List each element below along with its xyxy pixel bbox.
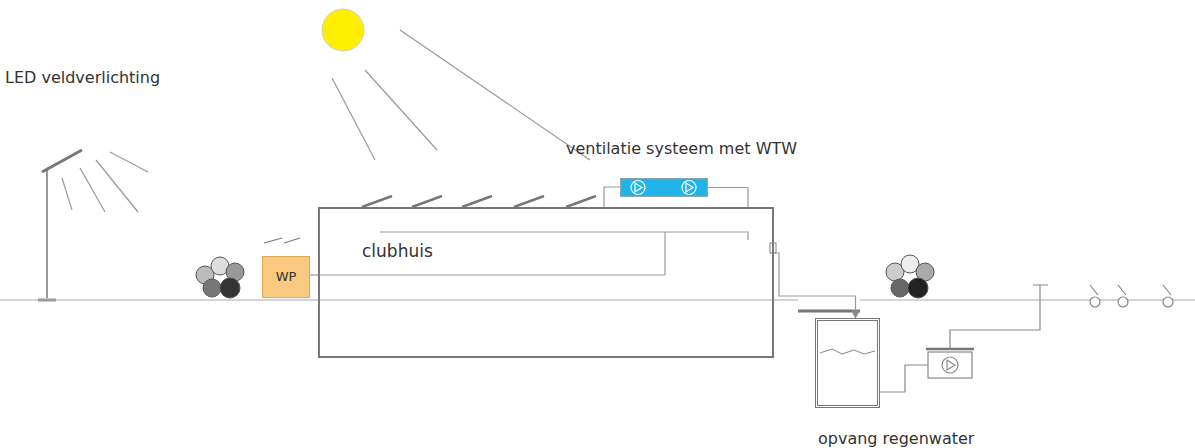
pipe-connector	[310, 274, 318, 275]
drawing-stroke	[400, 30, 590, 160]
bushes	[196, 255, 934, 298]
drawing-stroke	[46, 170, 48, 298]
fan-icons	[621, 179, 707, 196]
fan-triangle	[635, 183, 642, 192]
indoor-ducts	[264, 187, 776, 275]
water-level	[818, 321, 877, 405]
pump-and-taps	[880, 285, 1173, 392]
drawing-stroke	[514, 196, 544, 207]
drawing-stroke	[942, 357, 958, 373]
fan-triangle	[686, 183, 693, 192]
drawing-stroke	[462, 196, 492, 207]
drawing-stroke	[62, 178, 72, 210]
drawing-stroke	[42, 150, 82, 172]
tank-lid	[798, 310, 860, 313]
drawing-stroke	[220, 278, 240, 298]
building-box: clubhuis	[318, 207, 774, 358]
drawing-stroke	[1163, 297, 1173, 307]
node-heading: ventilatie systeem met WTW	[566, 139, 797, 158]
drawing-stroke	[928, 352, 972, 378]
drawing-stroke	[798, 310, 860, 313]
drawing-stroke	[412, 196, 442, 207]
drawing-stroke	[110, 152, 148, 172]
drawing-stroke	[891, 279, 909, 297]
drawing-stroke	[880, 365, 928, 392]
drawing-stroke	[322, 9, 364, 51]
drawing-stroke	[96, 160, 138, 212]
drawing-stroke	[0, 299, 798, 300]
drawing-stroke	[1090, 297, 1100, 307]
drawing-stroke	[264, 238, 300, 243]
drawing-stroke	[1033, 285, 1048, 300]
water-line	[820, 349, 875, 354]
drawing-stroke	[604, 187, 620, 207]
solar-panels	[362, 196, 596, 207]
pipe-connector	[774, 253, 856, 318]
drawing-stroke	[1118, 297, 1128, 307]
pipe-connector	[708, 188, 748, 208]
fan-circle	[682, 181, 696, 195]
drawing-stroke	[947, 360, 955, 370]
fan-circle	[631, 181, 645, 195]
sun	[322, 9, 590, 160]
drawing-stroke	[332, 78, 375, 160]
drawing-stroke	[566, 196, 596, 207]
drawing-stroke	[365, 70, 437, 150]
drawing-stroke	[908, 278, 928, 298]
drawing-stroke	[380, 232, 748, 240]
lamp-label: LED veldverlichting	[5, 68, 160, 87]
drawing-stroke	[80, 168, 105, 212]
drawing-stroke	[38, 299, 56, 302]
led-pole	[38, 150, 148, 300]
heat-pump-box: WP	[262, 256, 310, 298]
drawing-stroke	[362, 196, 392, 207]
node-label: clubhuis	[362, 241, 772, 261]
drawing-stroke	[860, 299, 1195, 300]
drawing-stroke	[1090, 285, 1171, 295]
rainwater-tank: opvang regenwater	[815, 318, 880, 408]
drawing-stroke	[203, 279, 221, 297]
ground-line	[0, 299, 1195, 300]
node-label: WP	[276, 269, 297, 285]
node-heading: opvang regenwater	[818, 429, 974, 448]
ventilation-unit: ventilatie systeem met WTW	[620, 178, 708, 197]
drawing-stroke	[950, 300, 1040, 349]
